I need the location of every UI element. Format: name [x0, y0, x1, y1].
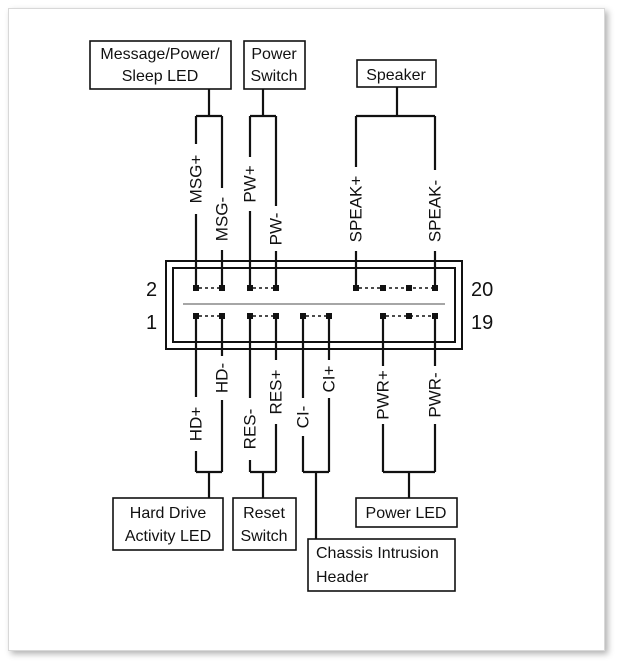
box-message-power-sleep-led [89, 40, 232, 90]
label-ci-minus: CI- [294, 406, 313, 429]
bottom-wires [194, 316, 437, 539]
box-msg-line-1: Message/Power/ [100, 46, 220, 63]
box-hd-line-1: Hard Drive [130, 505, 207, 522]
box-pw-line-1: Power [251, 46, 297, 63]
box-ci-line-1: Chassis Intrusion [316, 545, 439, 562]
bottom-pin-row [193, 313, 438, 319]
label-pwr-minus: PWR- [426, 372, 445, 417]
label-hd-plus: HD+ [187, 407, 206, 442]
box-chassis-intrusion-header [307, 538, 456, 592]
box-hard-drive-activity-led [112, 497, 224, 551]
box-speaker-label: Speaker [366, 67, 426, 84]
label-msg-plus: MSG+ [187, 155, 206, 204]
box-power-switch [243, 40, 306, 90]
label-msg-minus: MSG- [213, 197, 232, 241]
pin-number-1: 1 [146, 312, 157, 334]
box-speaker [356, 59, 437, 88]
label-ci-plus: CI+ [320, 365, 339, 392]
box-res-line-2: Switch [240, 528, 287, 545]
box-ci-line-2: Header [316, 569, 369, 586]
box-power-led [355, 497, 458, 528]
label-pw-minus: PW- [267, 213, 286, 246]
label-pwr-plus: PWR+ [374, 370, 393, 420]
label-speak-minus: SPEAK- [426, 180, 445, 242]
pin-pwr-mid [406, 313, 412, 319]
diagram-frame [8, 8, 605, 651]
header-inner [172, 267, 456, 343]
label-speak-plus: SPEAK+ [347, 176, 366, 243]
label-pw-plus: PW+ [241, 165, 260, 202]
header-outer [165, 260, 463, 350]
pin-number-2: 2 [146, 279, 157, 301]
box-msg-line-2: Sleep LED [122, 68, 199, 85]
pin-number-19: 19 [471, 312, 493, 334]
top-pin-row [193, 285, 438, 291]
box-hd-line-2: Activity LED [125, 528, 211, 545]
top-wires [194, 87, 437, 288]
label-res-plus: RES+ [267, 369, 286, 414]
label-hd-minus: HD- [213, 363, 232, 393]
box-reset-switch [232, 497, 297, 551]
box-pwr-label: Power LED [366, 505, 447, 522]
box-pw-line-2: Switch [250, 68, 297, 85]
label-res-minus: RES- [241, 409, 260, 450]
box-res-line-1: Reset [243, 505, 285, 522]
pin-number-20: 20 [471, 279, 493, 301]
